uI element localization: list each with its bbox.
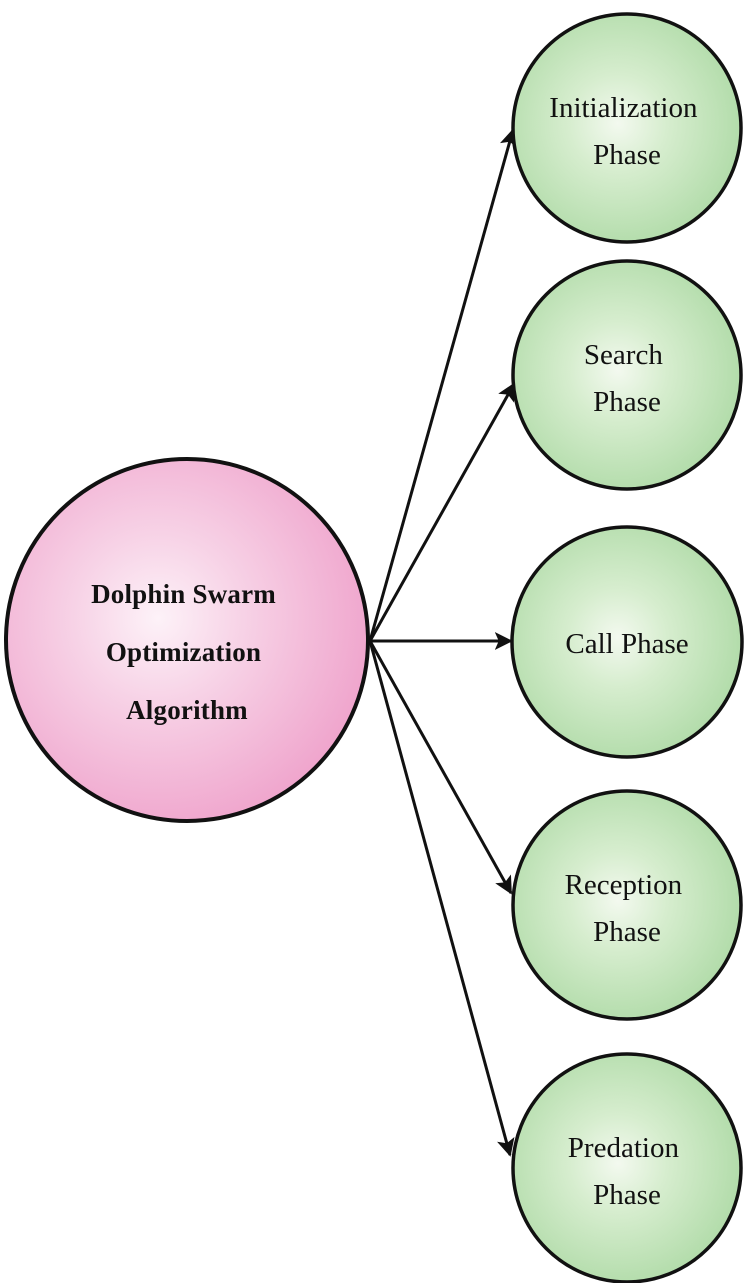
arrow-to-search-phase: [368, 382, 516, 642]
initialization-phase-label: Initialization Phase: [549, 92, 704, 171]
arrow-to-reception-phase: [368, 640, 513, 895]
search-phase-label: Search Phase: [584, 339, 670, 418]
node-reception-phase[interactable]: Reception Phase: [511, 789, 743, 1021]
search-phase-label-line-2: Phase: [593, 386, 661, 418]
reception-phase-circle: [511, 789, 743, 1021]
initialization-phase-circle: [511, 12, 743, 244]
node-predation-phase[interactable]: Predation Phase: [511, 1052, 743, 1283]
center-node-label-line-2: Optimization: [106, 637, 261, 667]
predation-phase-label: Predation Phase: [568, 1132, 686, 1211]
arrow-to-initialization-phase: [368, 128, 518, 642]
initialization-phase-label-line-2: Phase: [593, 139, 661, 171]
connector-group: [368, 128, 518, 1157]
search-phase-circle: [511, 259, 743, 491]
call-phase-label-line-1: Call Phase: [565, 628, 688, 660]
center-node-label: Dolphin Swarm Optimization Algorithm: [91, 579, 283, 725]
call-phase-label: Call Phase: [565, 628, 688, 660]
arrow-to-predation-phase: [368, 640, 515, 1157]
center-node-circle: [4, 457, 370, 823]
center-node-label-line-3: Algorithm: [126, 695, 248, 725]
node-search-phase[interactable]: Search Phase: [511, 259, 743, 491]
node-initialization-phase[interactable]: Initialization Phase: [511, 12, 743, 244]
node-call-phase[interactable]: Call Phase: [510, 525, 744, 759]
predation-phase-label-line-2: Phase: [593, 1179, 661, 1211]
search-phase-label-line-1: Search: [584, 339, 663, 371]
reception-phase-label: Reception Phase: [565, 869, 690, 948]
center-node-label-line-1: Dolphin Swarm: [91, 579, 276, 609]
predation-phase-circle: [511, 1052, 743, 1283]
initialization-phase-label-line-1: Initialization: [549, 92, 698, 124]
reception-phase-label-line-1: Reception: [565, 869, 683, 901]
predation-phase-label-line-1: Predation: [568, 1132, 680, 1164]
reception-phase-label-line-2: Phase: [593, 916, 661, 948]
call-phase-circle: [510, 525, 744, 759]
node-dolphin-swarm-optimization-algorithm[interactable]: Dolphin Swarm Optimization Algorithm: [4, 457, 370, 823]
